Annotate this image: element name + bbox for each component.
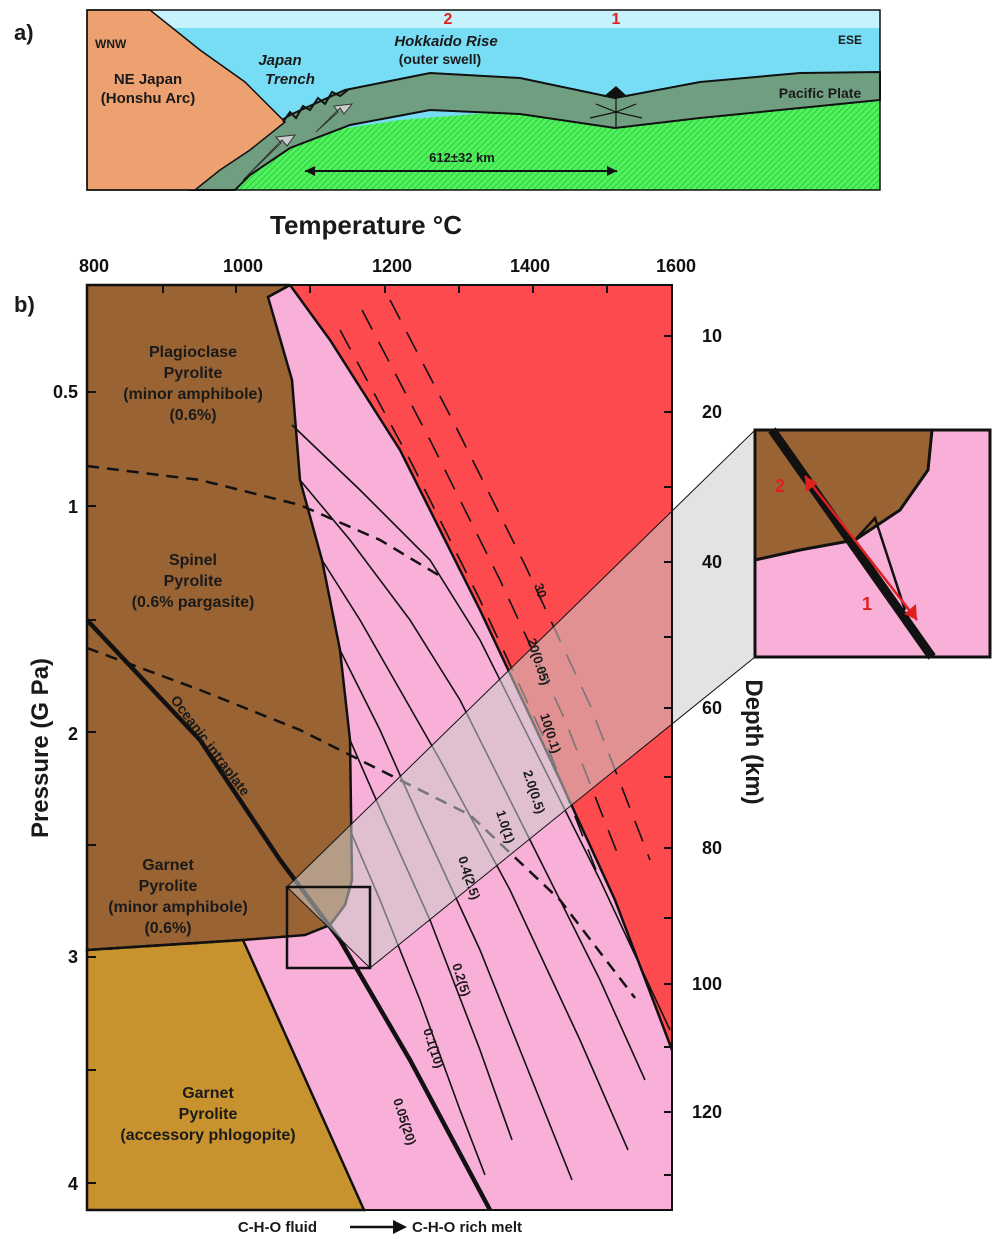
- zoom-inset: 2 1: [753, 427, 992, 660]
- plagioclase-label-1: Plagioclase: [149, 344, 237, 361]
- temp-tick-marks: [86, 285, 608, 293]
- temp-tick-1400: 1400: [510, 256, 550, 276]
- hokkaido-rise-label: Hokkaido Rise: [394, 33, 497, 50]
- zoom-box: [285, 885, 372, 970]
- temp-tick-1200: 1200: [372, 256, 412, 276]
- plagioclase-label-4: (0.6%): [169, 407, 216, 424]
- panel-b-frame: [86, 284, 673, 1211]
- inset-red-arrow: [804, 475, 918, 621]
- depth-tick-20: 20: [702, 402, 722, 422]
- panel-a: a) WNW ESE NE Japan (Honshu Arc) Japan T…: [14, 9, 881, 191]
- slab-arrow-lower: [242, 134, 297, 181]
- depth-tick-100: 100: [692, 974, 722, 994]
- pacific-plate-label: Pacific Plate: [779, 85, 862, 101]
- garnet-phlog-label-1: Garnet: [182, 1085, 234, 1102]
- inset-frame: [753, 428, 992, 659]
- fluid-label: C-H-O fluid: [238, 1219, 317, 1236]
- depth-tick-60: 60: [702, 698, 722, 718]
- depth-tick-120: 120: [692, 1102, 722, 1122]
- trench-faults: [282, 89, 349, 123]
- depth-tick-40: 40: [702, 552, 722, 572]
- asthenosphere: [200, 100, 880, 190]
- honshu-arc-label: (Honshu Arc): [101, 90, 195, 107]
- garnet-amph-label-4: (0.6%): [144, 920, 191, 937]
- inset-arrow-down: [904, 604, 917, 620]
- panel-a-frame: [86, 9, 881, 191]
- site-2-marker: 2: [444, 11, 453, 28]
- solidus-line: [267, 283, 674, 1051]
- garnet-amph-label-1: Garnet: [142, 857, 194, 874]
- site-1-marker: 1: [612, 11, 621, 28]
- japan-trench-label-2: Trench: [265, 71, 315, 88]
- garnet-amph-label-3: (minor amphibole): [108, 899, 248, 916]
- melt-label: C-H-O rich melt: [412, 1219, 522, 1236]
- distance-arrow-right: [607, 166, 617, 176]
- depth-tick-marks: [664, 335, 672, 1176]
- depth-tick-10: 10: [702, 326, 722, 346]
- ese-label: ESE: [838, 33, 862, 47]
- garnet-phlog-label-2: Pyrolite: [179, 1106, 238, 1123]
- panel-b-label: b): [14, 292, 35, 317]
- phase-boundaries: [86, 464, 636, 999]
- pressure-tick-marks: [87, 391, 96, 1184]
- pressure-tick-0.5: 0.5: [53, 382, 78, 402]
- transition-arrow-head: [393, 1220, 407, 1234]
- temperature-title: Temperature °C: [270, 210, 462, 240]
- inset-marker-2: 2: [775, 476, 785, 496]
- depth-axis-label: Depth (km): [740, 679, 767, 804]
- spinel-label-2: Pyrolite: [164, 573, 223, 590]
- outer-swell-label: (outer swell): [399, 51, 481, 67]
- temp-tick-1000: 1000: [223, 256, 263, 276]
- temp-tick-1600: 1600: [656, 256, 696, 276]
- plagioclase-label-3: (minor amphibole): [123, 386, 263, 403]
- inset-geotherm: [768, 427, 936, 660]
- spinel-label-3: (0.6% pargasite): [132, 594, 255, 611]
- isopleth-label-30: 30: [531, 581, 550, 599]
- pressure-tick-4: 4: [68, 1174, 78, 1194]
- slab-arrow-upper: [315, 103, 354, 133]
- garnet-phlog-label-3: (accessory phlogopite): [120, 1127, 295, 1144]
- panel-b: b) Temperature °C: [14, 210, 992, 1236]
- flexure-arrows: [589, 96, 643, 128]
- petit-spot-volcano: [603, 86, 628, 97]
- pressure-axis-label: Pressure (G Pa): [27, 658, 54, 838]
- pressure-tick-2: 2: [68, 724, 78, 744]
- temp-tick-800: 800: [79, 256, 109, 276]
- plagioclase-label-2: Pyrolite: [164, 365, 223, 382]
- japan-trench-label-1: Japan: [258, 52, 301, 69]
- panel-a-label: a): [14, 20, 34, 45]
- inset-marker-1: 1: [862, 594, 872, 614]
- inset-boundary: [854, 515, 907, 611]
- wnw-label: WNW: [95, 37, 127, 51]
- sky-strip: [87, 10, 880, 28]
- pressure-tick-1: 1: [68, 497, 78, 517]
- distance-label: 612±32 km: [429, 150, 495, 165]
- distance-arrow-left: [305, 166, 315, 176]
- depth-tick-80: 80: [702, 838, 722, 858]
- pressure-tick-3: 3: [68, 947, 78, 967]
- spinel-label-1: Spinel: [169, 552, 217, 569]
- inset-arrow-up: [805, 476, 818, 492]
- ne-japan-label: NE Japan: [114, 71, 182, 88]
- melt-red-field: [290, 285, 672, 1050]
- garnet-amph-label-2: Pyrolite: [139, 878, 198, 895]
